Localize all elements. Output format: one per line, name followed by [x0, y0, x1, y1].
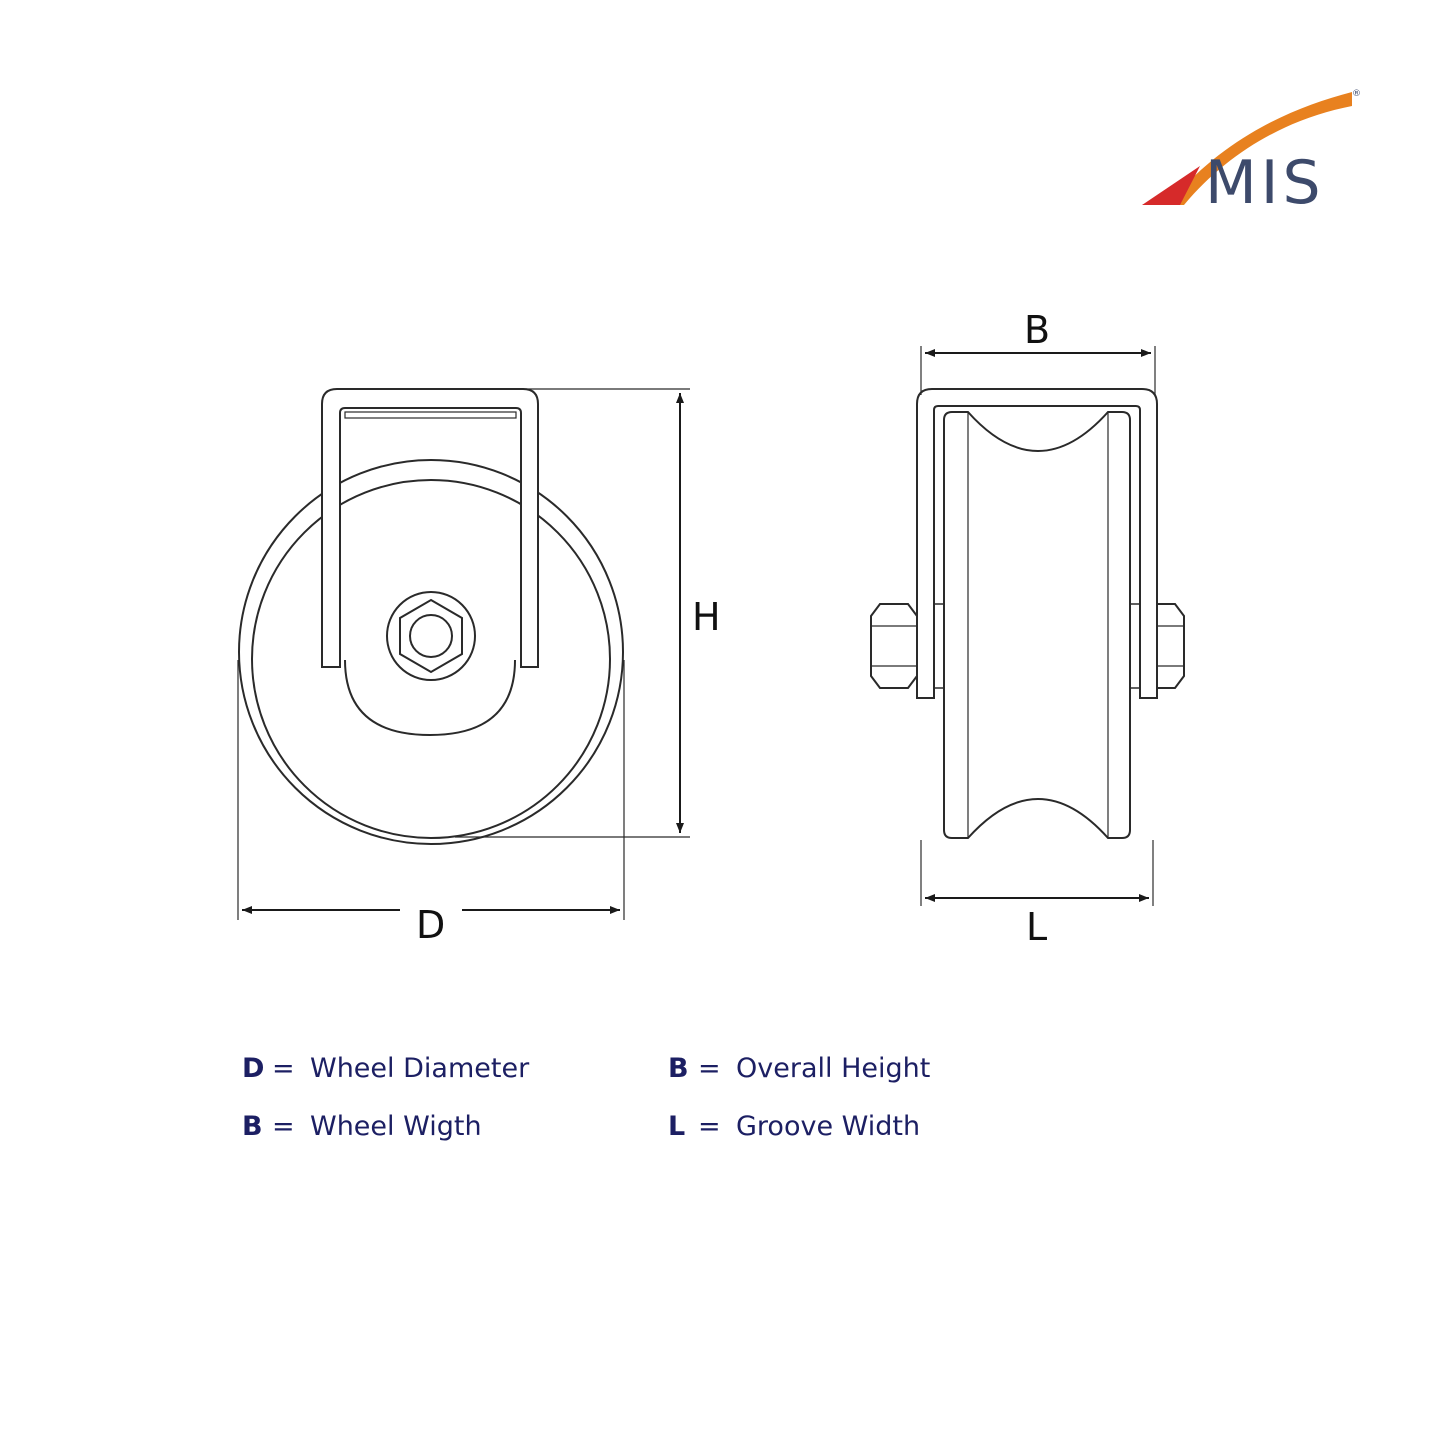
- side-view: [870, 346, 1185, 906]
- side-spacer-left: [933, 603, 945, 689]
- front-bracket: [321, 388, 539, 668]
- legend-item: B = Wheel Wigth: [242, 1098, 482, 1156]
- front-hex-nut: [399, 598, 463, 674]
- legend-symbol: L: [668, 1111, 686, 1142]
- groove-width-label: L: [1026, 905, 1047, 949]
- legend-item: B = Overall Height: [668, 1040, 930, 1098]
- legend-equals: =: [698, 1053, 721, 1084]
- height-label: H: [692, 595, 721, 639]
- legend-item: D= Wheel Diameter: [242, 1040, 529, 1098]
- legend-symbol: B: [668, 1053, 689, 1084]
- side-extension-lines: [920, 346, 1156, 906]
- legend-description: Wheel Diameter: [310, 1053, 530, 1084]
- front-bolt: [409, 614, 453, 658]
- side-nut-left: [870, 603, 918, 689]
- side-bracket: [916, 388, 1158, 699]
- side-spacer-right: [1129, 603, 1141, 689]
- logo-text: MIS: [1205, 148, 1325, 218]
- legend-item: L = Groove Width: [668, 1098, 920, 1156]
- diameter-label: D: [416, 903, 445, 947]
- legend-equals: =: [698, 1111, 721, 1142]
- front-wheel-inner: [251, 479, 611, 839]
- logo-accent: [1142, 166, 1200, 205]
- top-width-label: B: [1024, 308, 1050, 352]
- side-wheel: [943, 411, 1131, 839]
- front-bracket-back: [344, 411, 517, 419]
- legend-symbol: B: [242, 1111, 263, 1142]
- front-wheel-outer: [238, 459, 624, 845]
- front-view: [237, 388, 690, 920]
- legend-description: Groove Width: [736, 1111, 921, 1142]
- front-nut-washer: [386, 591, 476, 681]
- legend-description: Overall Height: [736, 1053, 931, 1084]
- side-nut-right: [1156, 603, 1185, 689]
- legend-equals: =: [272, 1111, 295, 1142]
- legend-equals: =: [272, 1053, 295, 1084]
- front-hub: [344, 659, 516, 737]
- registered-mark: ®: [1352, 89, 1361, 99]
- mis-logo: MIS ®: [1142, 89, 1361, 218]
- front-extension-lines: [237, 388, 690, 920]
- legend-description: Wheel Wigth: [310, 1111, 482, 1142]
- logo-arc: [1168, 92, 1352, 205]
- legend-symbol: D: [242, 1053, 265, 1084]
